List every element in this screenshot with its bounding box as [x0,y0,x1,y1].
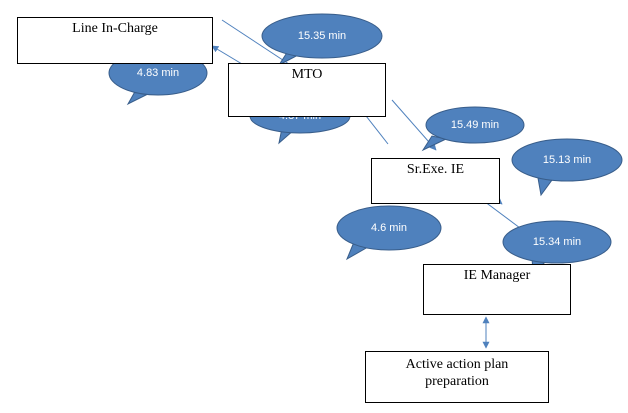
sr-exe-ie-label: Sr.Exe. IE [406,162,465,177]
ie-manager-box: IE Manager [423,264,571,315]
callout-15-35-text: 15.35 min [298,30,346,42]
mto-label: MTO [291,67,323,82]
callout-15-49-text: 15.49 min [451,119,499,131]
mto-box: MTO [228,63,386,117]
callout-4-6-text: 4.6 min [371,222,407,234]
callout-15-49: 15.49 min [421,106,525,152]
callout-15-34-text: 15.34 min [533,236,581,248]
line-in-charge-label: Line In-Charge [72,21,158,36]
callout-15-13: 15.13 min [511,138,623,197]
callout-15-35: 15.35 min [261,13,383,67]
action-plan-label-line-2: preparation [425,374,489,389]
sr-exe-ie-box: Sr.Exe. IE [371,158,500,204]
action-plan-label-line-1: Active action plan [405,357,509,372]
line-in-charge-box: Line In-Charge [17,17,213,64]
callout-15-13-text: 15.13 min [543,154,591,166]
callout-4-6: 4.6 min [336,205,442,261]
callout-15-34: 15.34 min [502,220,612,273]
ie-manager-label: IE Manager [463,268,531,283]
callout-4-83-text: 4.83 min [137,67,179,79]
action-plan-box: Active action plan preparation [365,351,549,403]
